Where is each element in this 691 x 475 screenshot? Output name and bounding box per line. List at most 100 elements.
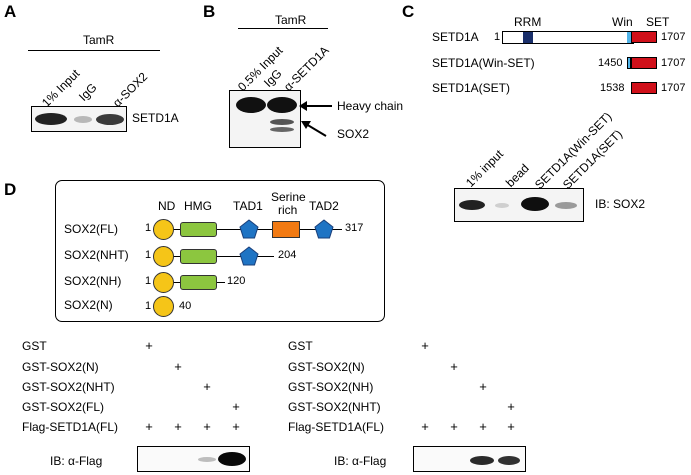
panel-c-lane-2: bead [503, 161, 532, 190]
band [74, 116, 92, 123]
construct-end: 120 [227, 275, 246, 287]
domain-label-nd: ND [158, 199, 176, 213]
sign: + [421, 338, 429, 353]
sign: + [232, 419, 240, 434]
tad1-domain [239, 246, 259, 266]
set-domain [631, 31, 657, 43]
sign: + [203, 419, 211, 434]
panel-b-group-label: TamR [275, 13, 307, 27]
sign: + [232, 399, 240, 414]
sign: + [174, 359, 182, 374]
panel-a-group-line [28, 50, 160, 51]
construct-start: 1538 [600, 82, 625, 94]
panel-b-lane-3: α-SETD1A [281, 43, 332, 94]
construct-start: 1 [145, 222, 152, 234]
band [236, 97, 266, 113]
band [495, 203, 509, 208]
left-row-label: GST [22, 339, 47, 353]
band [270, 127, 294, 132]
right-blot-label: IB: α-Flag [334, 454, 387, 468]
construct-name: SETD1A(SET) [432, 81, 511, 95]
sign: + [507, 399, 515, 414]
hmg-domain [180, 222, 217, 237]
construct-end: 1707 [661, 82, 686, 94]
hmg-domain [180, 275, 217, 290]
panel-c-blot-label: IB: SOX2 [595, 197, 646, 211]
right-row-label: GST-SOX2(NHT) [288, 400, 381, 414]
sign: + [203, 379, 211, 394]
sox2-arrow-head [301, 121, 311, 129]
sign: + [507, 419, 515, 434]
construct-end: 317 [345, 222, 364, 234]
left-row-label: Flag-SETD1A(FL) [22, 420, 119, 434]
nd-domain [153, 296, 174, 317]
heavy-chain-arrow-head [299, 101, 307, 111]
construct-start: 1 [145, 275, 152, 287]
nd-domain [153, 246, 174, 267]
construct-start: 1450 [598, 57, 623, 69]
set-domain [631, 82, 657, 94]
left-row-label: GST-SOX2(N) [22, 360, 99, 374]
domain-label-set: SET [646, 15, 670, 29]
construct-end: 1707 [661, 57, 686, 69]
setd1a-bar [502, 31, 634, 44]
left-row-label: GST-SOX2(FL) [22, 400, 105, 414]
sox2-arrow-line [305, 123, 327, 137]
construct-name: SOX2(NHT) [64, 248, 129, 262]
band [270, 119, 294, 125]
sign: + [145, 419, 153, 434]
right-row-label: GST-SOX2(N) [288, 360, 365, 374]
construct-end: 40 [179, 300, 192, 312]
panel-b-blot [229, 90, 301, 148]
panel-b-arrows [299, 101, 332, 137]
win-domain [627, 57, 631, 69]
panel-a-group-label: TamR [83, 33, 115, 47]
domain-label-tad1: TAD1 [233, 199, 263, 213]
panel-b-letter: B [203, 2, 216, 21]
construct-end: 1707 [661, 31, 686, 43]
panel-a-letter: A [4, 2, 17, 21]
band [35, 113, 67, 125]
hmg-domain [180, 249, 217, 264]
panel-c-letter: C [402, 2, 415, 21]
sox2-construct-box [55, 180, 385, 322]
tad2-domain [314, 219, 334, 239]
band [555, 202, 577, 209]
nd-domain [153, 272, 174, 293]
set-domain [631, 57, 657, 69]
tad1-domain [239, 219, 259, 239]
construct-start: 1 [145, 249, 152, 261]
left-flag-blot [137, 446, 250, 472]
right-flag-blot [413, 446, 526, 472]
panel-b-sox2-label: SOX2 [337, 127, 370, 141]
rrm-domain [523, 32, 533, 43]
construct-name: SETD1A [432, 30, 479, 44]
domain-label-hmg: HMG [184, 199, 212, 213]
sign: + [145, 338, 153, 353]
sign: + [174, 419, 182, 434]
construct-name: SOX2(N) [64, 298, 113, 312]
left-row-label: GST-SOX2(NHT) [22, 380, 115, 394]
band [96, 114, 124, 125]
panel-b-group-line [238, 28, 328, 29]
panel-b-heavy-chain-label: Heavy chain [337, 99, 404, 113]
band [459, 200, 485, 210]
sign: + [450, 419, 458, 434]
right-row-label: Flag-SETD1A(FL) [288, 420, 385, 434]
domain-label-serine: Serine [271, 190, 306, 204]
sign: + [421, 419, 429, 434]
band [198, 457, 216, 462]
sign: + [450, 359, 458, 374]
right-row-label: GST-SOX2(NH) [288, 380, 374, 394]
band [267, 97, 297, 113]
sign: + [479, 419, 487, 434]
panel-a-blot [31, 106, 127, 132]
panel-a-lane-2: IgG [76, 80, 100, 104]
serine-rich-domain [272, 221, 300, 238]
right-row-label: GST [288, 339, 313, 353]
panel-d-letter: D [4, 180, 17, 199]
domain-label-win: Win [612, 15, 633, 29]
domain-label-rrm: RRM [514, 15, 542, 29]
nd-domain [153, 219, 174, 240]
sign: + [479, 379, 487, 394]
